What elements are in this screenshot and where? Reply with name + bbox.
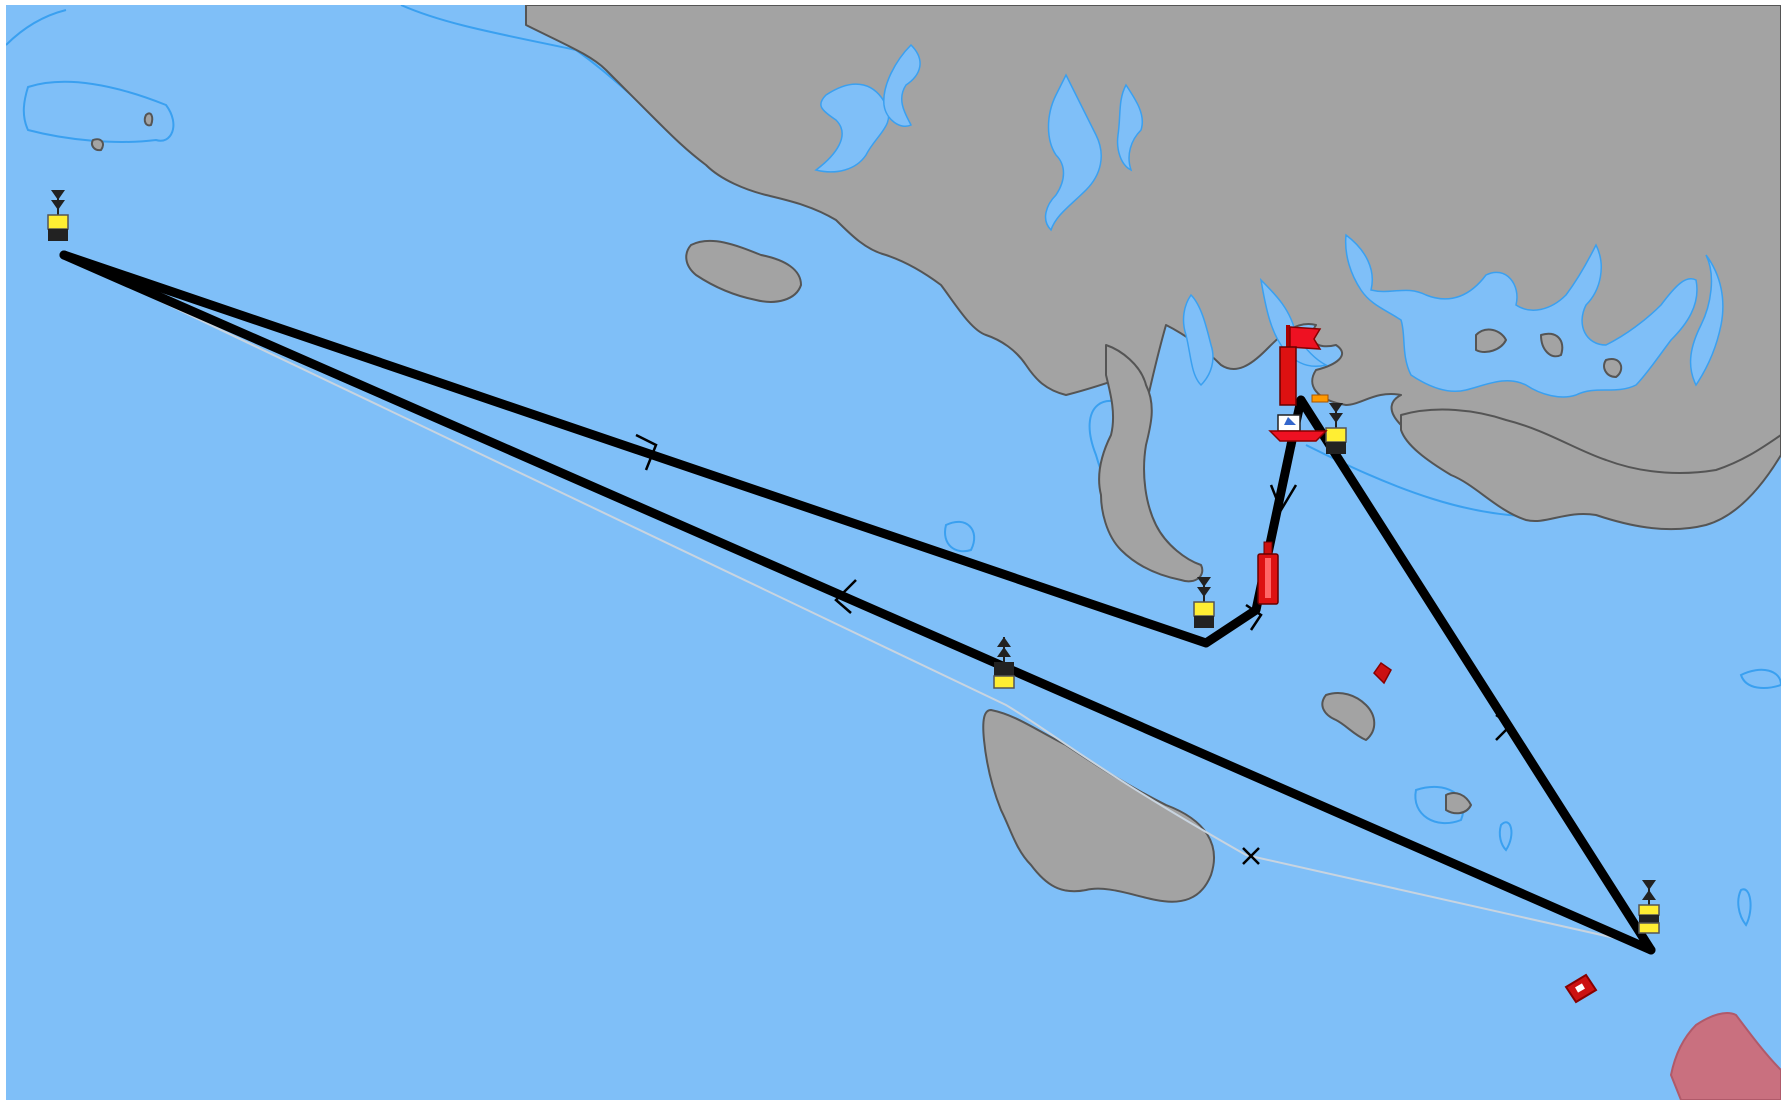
depth-contour-east-edge [1739, 668, 1781, 689]
islet-nw-2 [91, 138, 104, 152]
track-harbor-se [1296, 395, 1656, 955]
depth-contour-islet-d [1737, 888, 1752, 927]
island-north [685, 239, 802, 303]
islet-nw [143, 112, 154, 127]
arrow-harbor-west [1245, 603, 1263, 631]
arrow-se-leg [1495, 713, 1513, 741]
buoy-harbor-entrance[interactable] [1193, 577, 1215, 628]
planned-route [63, 254, 1647, 946]
waypoint-cross[interactable] [1242, 847, 1260, 865]
red-lateral-buoy[interactable] [1257, 541, 1279, 605]
creek-west [814, 83, 890, 173]
buoy-nw[interactable] [47, 190, 69, 241]
depth-contour-nw-islet [22, 80, 175, 143]
islet-east-1 [1321, 692, 1376, 741]
creek-island-1 [1475, 328, 1507, 353]
own-vessel[interactable] [1268, 394, 1329, 442]
depth-contour-islet-a [944, 520, 976, 553]
creek-central-2 [1116, 83, 1143, 172]
arrow-harbor-south [1269, 484, 1298, 513]
track-outbound [59, 250, 1656, 955]
creek-far-east [1689, 254, 1724, 387]
red-marker-small[interactable] [1373, 661, 1392, 685]
buoy-mid-channel[interactable] [993, 637, 1015, 689]
depth-contour-islet-b [1414, 785, 1465, 825]
harbor-flag[interactable] [1279, 325, 1322, 406]
buoy-se[interactable] [1638, 880, 1660, 934]
track-return [59, 250, 1296, 648]
arrow-return [635, 433, 658, 471]
creek-island-3 [1603, 358, 1623, 378]
creek-inlet-1 [883, 43, 921, 127]
buoy-harbor-east[interactable] [1325, 403, 1347, 454]
creek-island-2 [1540, 332, 1564, 358]
east-headland [1400, 408, 1781, 531]
creek-east-system [1344, 233, 1698, 398]
creek-harbor-west [1182, 293, 1214, 387]
arrow-outbound [834, 579, 857, 614]
chart-canvas[interactable] [6, 5, 1781, 1100]
islet-east-2 [1445, 792, 1472, 815]
creek-harbor [1259, 277, 1329, 367]
red-marker-diamond-inner [1575, 983, 1585, 993]
creek-central [1044, 73, 1102, 232]
depth-contour-islet-c [1498, 821, 1513, 852]
restricted-area [1669, 1012, 1781, 1100]
